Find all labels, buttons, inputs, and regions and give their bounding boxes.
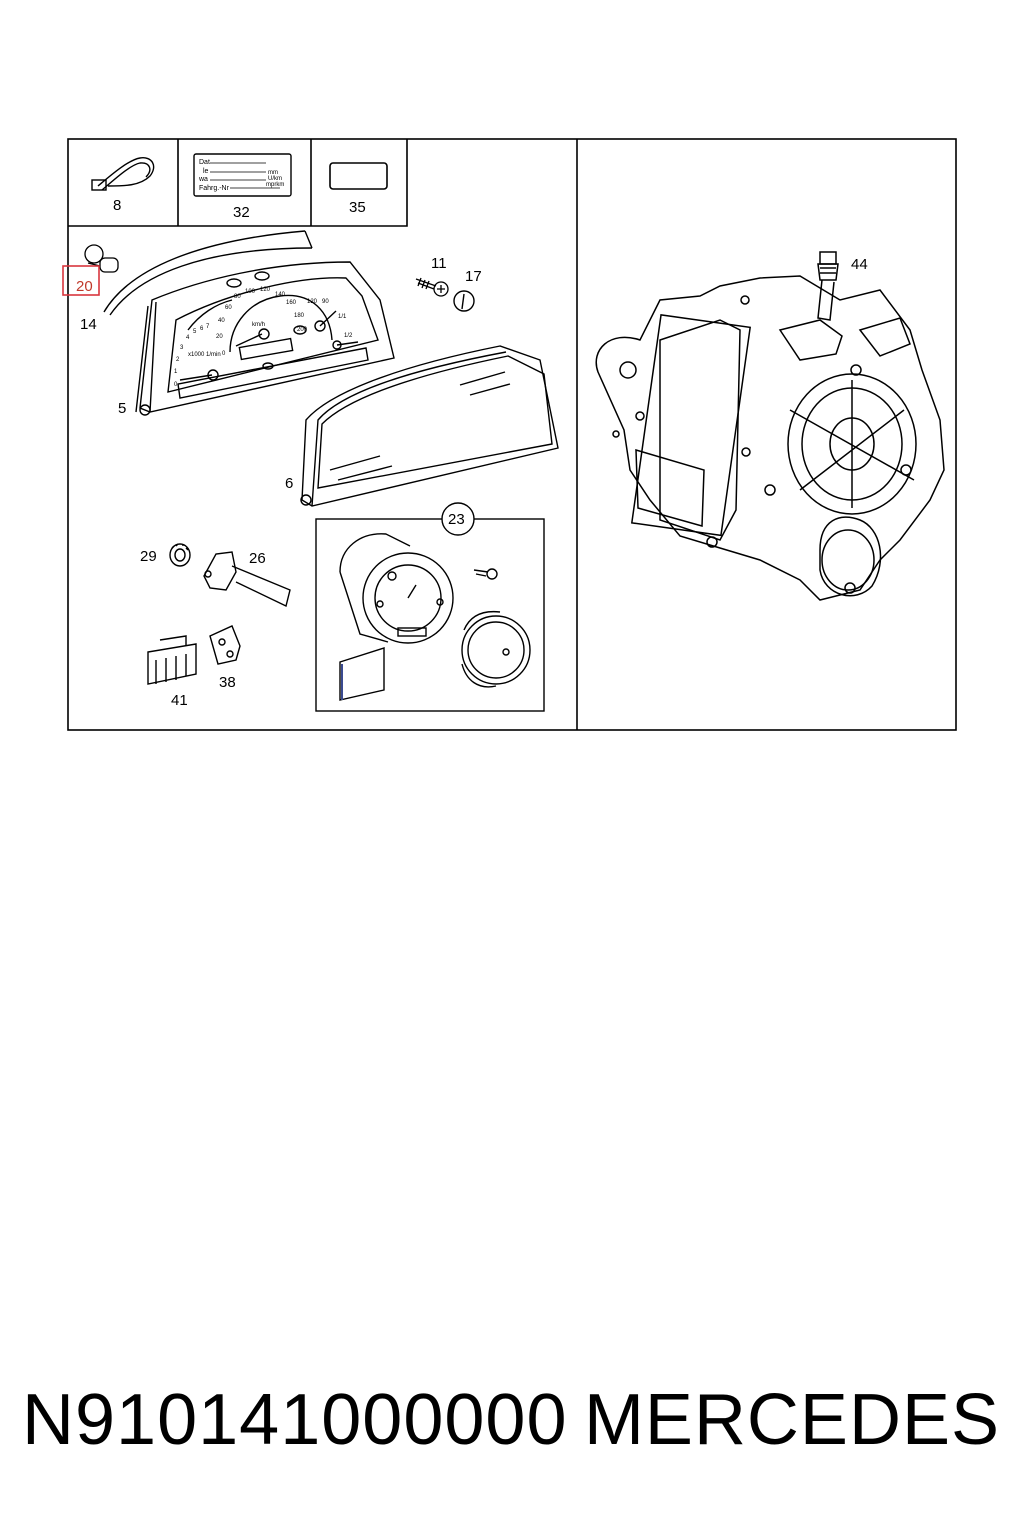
tacho-tick-6: 6 bbox=[200, 326, 204, 332]
card-line3: wa bbox=[198, 176, 208, 183]
callout-6: 6 bbox=[285, 475, 293, 492]
cover-glass-part bbox=[300, 345, 559, 507]
speedo-tick-20: 20 bbox=[216, 334, 223, 340]
speedo-tick-80: 80 bbox=[234, 294, 241, 300]
tacho-tick-5: 5 bbox=[193, 329, 197, 335]
gauge-mark-full: 1/1 bbox=[338, 314, 347, 320]
callout-35: 35 bbox=[349, 199, 366, 216]
speedo-tick-160: 160 bbox=[286, 300, 297, 306]
callout-5: 5 bbox=[118, 400, 126, 417]
instrument-cluster-part bbox=[135, 261, 395, 416]
tacho-tick-0: 0 bbox=[174, 382, 178, 388]
gauge-kit-part bbox=[315, 502, 545, 712]
callout-8: 8 bbox=[113, 197, 121, 214]
knurled-nut-part bbox=[169, 543, 191, 567]
gauge-mark-90: 90 bbox=[322, 299, 329, 305]
callout-26: 26 bbox=[249, 550, 266, 567]
clip-part bbox=[209, 625, 241, 665]
tacho-unit: x1000 1/min bbox=[188, 352, 221, 358]
parts-diagram: 8 Dat le wa Fahrg.-Nr mm U/km mprkm 32 3… bbox=[62, 138, 957, 731]
tacho-tick-3: 3 bbox=[180, 345, 184, 351]
tacho-tick-7: 7 bbox=[206, 324, 210, 330]
cap-part bbox=[453, 290, 475, 312]
footer-caption: N910141000000 MERCEDES bbox=[0, 1370, 1024, 1480]
callout-17: 17 bbox=[465, 268, 482, 285]
callout-23: 23 bbox=[448, 511, 465, 528]
speedo-tick-40: 40 bbox=[218, 318, 225, 324]
part-number: N910141000000 bbox=[22, 1380, 568, 1460]
card-unit2: U/km bbox=[268, 176, 282, 182]
callout-20: 20 bbox=[76, 278, 93, 295]
connector-part bbox=[147, 635, 197, 685]
mounting-bracket-part bbox=[203, 551, 291, 608]
speedo-tick-0: 0 bbox=[222, 351, 226, 357]
speedo-tick-180: 180 bbox=[294, 313, 305, 319]
callout-38: 38 bbox=[219, 674, 236, 691]
speedo-tick-100: 100 bbox=[245, 289, 256, 295]
callout-11: 11 bbox=[431, 255, 447, 272]
tacho-tick-1: 1 bbox=[174, 369, 178, 375]
speed-sensor-part bbox=[817, 251, 839, 321]
card-unit1: mm bbox=[268, 170, 278, 176]
callout-41: 41 bbox=[171, 692, 188, 709]
blank-plate-part bbox=[329, 162, 388, 190]
diagram-frame bbox=[67, 138, 957, 731]
gauge-mark-120: 120 bbox=[307, 299, 318, 305]
callout-14: 14 bbox=[80, 316, 97, 333]
brand-name: MERCEDES bbox=[583, 1380, 1000, 1460]
speedo-tick-120: 120 bbox=[260, 287, 271, 293]
callout-32: 32 bbox=[233, 204, 250, 221]
callout-44: 44 bbox=[851, 256, 868, 273]
gauge-mark-half: 1/2 bbox=[344, 333, 353, 339]
gauge-marks: 120 90 1/1 1/2 bbox=[307, 299, 353, 339]
card-line4: Fahrg.-Nr bbox=[199, 185, 230, 192]
screw-part bbox=[415, 277, 449, 297]
bulb-part bbox=[84, 244, 119, 273]
card-line1: Dat bbox=[199, 159, 210, 166]
callout-29: 29 bbox=[140, 548, 157, 565]
speedo-tick-labels: 0 20 40 60 80 100 120 140 160 180 200 km… bbox=[216, 287, 308, 357]
tacho-tick-2: 2 bbox=[176, 357, 180, 363]
card-line2: le bbox=[203, 168, 209, 175]
card-unit3: mprkm bbox=[266, 182, 284, 188]
callout-20-highlight bbox=[62, 265, 100, 296]
speedo-tick-140: 140 bbox=[275, 292, 286, 298]
label-card-part: Dat le wa Fahrg.-Nr mm U/km mprkm bbox=[193, 153, 292, 197]
speedo-unit: km/h bbox=[252, 322, 265, 328]
tacho-tick-4: 4 bbox=[186, 335, 190, 341]
speedo-tick-200: 200 bbox=[297, 327, 308, 333]
trim-strip-part bbox=[103, 230, 313, 316]
gearbox-assembly-part bbox=[595, 275, 945, 601]
speedo-tick-60: 60 bbox=[225, 305, 232, 311]
cable-tie-part bbox=[91, 157, 155, 191]
tacho-tick-labels: 0 1 2 3 4 5 6 7 x1000 1/min bbox=[174, 324, 221, 388]
